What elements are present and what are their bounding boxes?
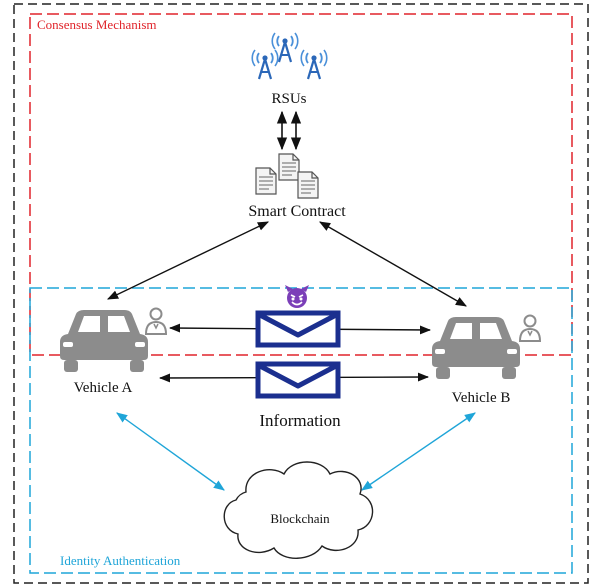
outer-frame (13, 3, 589, 584)
vehicle-b-label: Vehicle B (452, 390, 511, 406)
vehicle-a-user-icon (145, 307, 167, 335)
vehicle-a-blockchain-arrow (116, 412, 225, 491)
smart-contract-label: Smart Contract (248, 203, 346, 220)
consensus-region-label: Consensus Mechanism (37, 17, 157, 32)
contract-vehicle-a-arrow (106, 221, 270, 300)
rsu-antenna-icon (300, 48, 328, 81)
vehicle-a-label: Vehicle A (74, 380, 133, 396)
rsu-antenna-icon (271, 31, 299, 64)
information-label: Information (259, 411, 341, 430)
envelope-icon (258, 364, 338, 396)
rsus-label: RSUs (271, 91, 306, 107)
vehicle-b-car-icon (432, 317, 520, 379)
vehicle-b-blockchain-arrow (361, 412, 476, 491)
blockchain-label: Blockchain (270, 511, 330, 526)
identity-region (29, 287, 573, 574)
identity-region-label: Identity Authentication (60, 553, 181, 568)
vehicle-a-car-icon (60, 310, 148, 372)
devil-emoji-icon (285, 285, 309, 308)
vehicle-b-user-icon (519, 314, 541, 342)
envelope-icon (258, 313, 338, 345)
rsu-antenna-icon (251, 48, 279, 81)
document-stack-icon (255, 153, 319, 199)
contract-vehicle-b-arrow (319, 221, 467, 307)
blockchain-cloud-icon (223, 461, 374, 559)
